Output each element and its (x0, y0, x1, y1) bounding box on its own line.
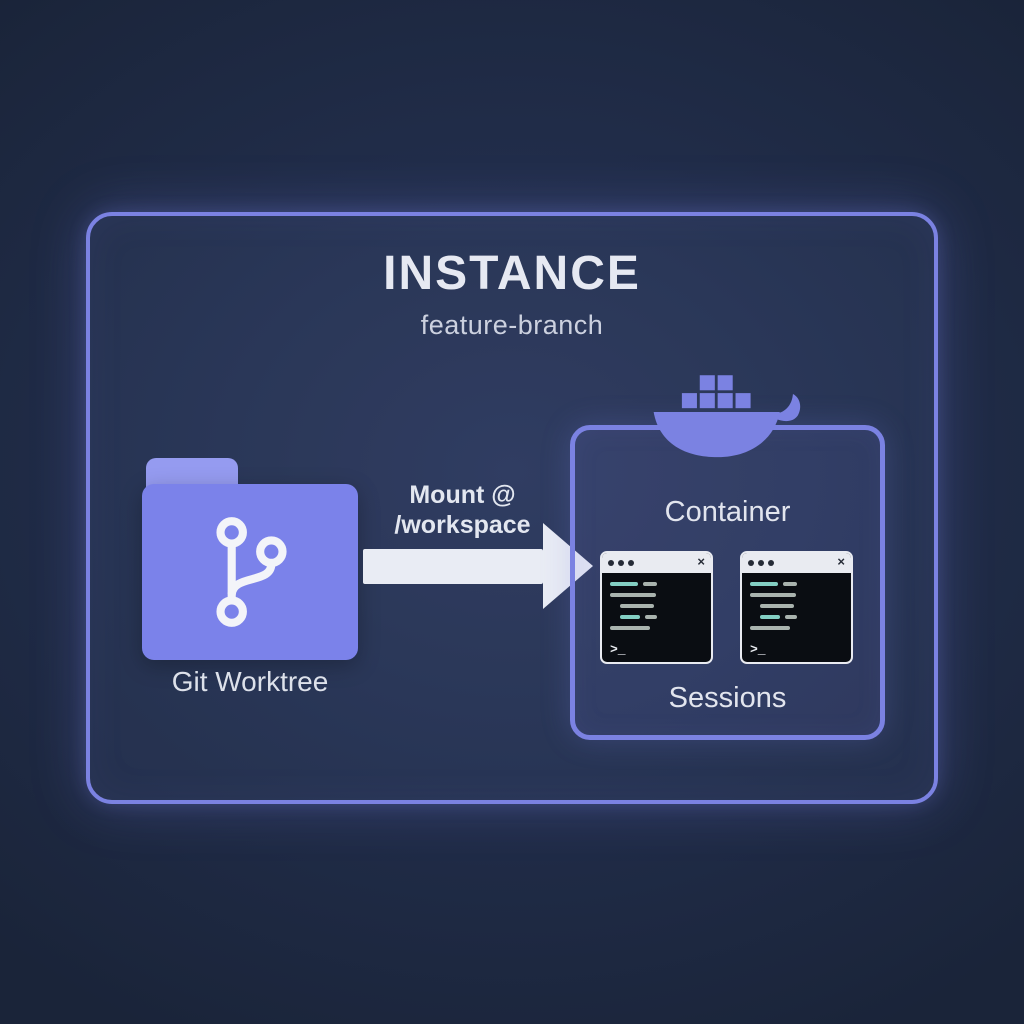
window-dot-icon (608, 560, 614, 566)
instance-subtitle: feature-branch (420, 310, 604, 340)
terminal-code-lines (610, 582, 703, 630)
window-dot-icon (628, 560, 634, 566)
git-worktree-label: Git Worktree (171, 666, 329, 697)
terminal-prompt: >_ (750, 642, 766, 657)
window-dot-icon (768, 560, 774, 566)
folder-icon (142, 484, 358, 660)
window-dot-icon (618, 560, 624, 566)
git-branch-icon (216, 517, 287, 627)
mount-label-line2: /workspace (394, 511, 531, 539)
git-worktree-folder (142, 458, 358, 660)
terminal-titlebar: × (742, 553, 851, 573)
terminal-prompt: >_ (610, 642, 626, 657)
arrow-head-icon (543, 523, 593, 609)
terminal-code-lines (750, 582, 843, 630)
terminal-window: × >_ (740, 551, 853, 664)
terminal-titlebar: × (602, 553, 711, 573)
docker-whale-icon (653, 375, 801, 458)
sessions-label: Sessions (668, 682, 787, 714)
window-dot-icon (748, 560, 754, 566)
close-icon: × (697, 554, 705, 569)
mount-label-line1: Mount @ (409, 481, 516, 509)
terminal-window: × >_ (600, 551, 713, 664)
arrow-icon (363, 549, 543, 584)
terminal-body: >_ (602, 573, 711, 662)
instance-title: INSTANCE (383, 247, 641, 300)
mount-label: Mount @ /workspace (380, 480, 545, 540)
window-dot-icon (758, 560, 764, 566)
window-dots-icon (748, 560, 774, 566)
terminal-body: >_ (742, 573, 851, 662)
close-icon: × (837, 554, 845, 569)
window-dots-icon (608, 560, 634, 566)
container-label: Container (664, 496, 791, 528)
